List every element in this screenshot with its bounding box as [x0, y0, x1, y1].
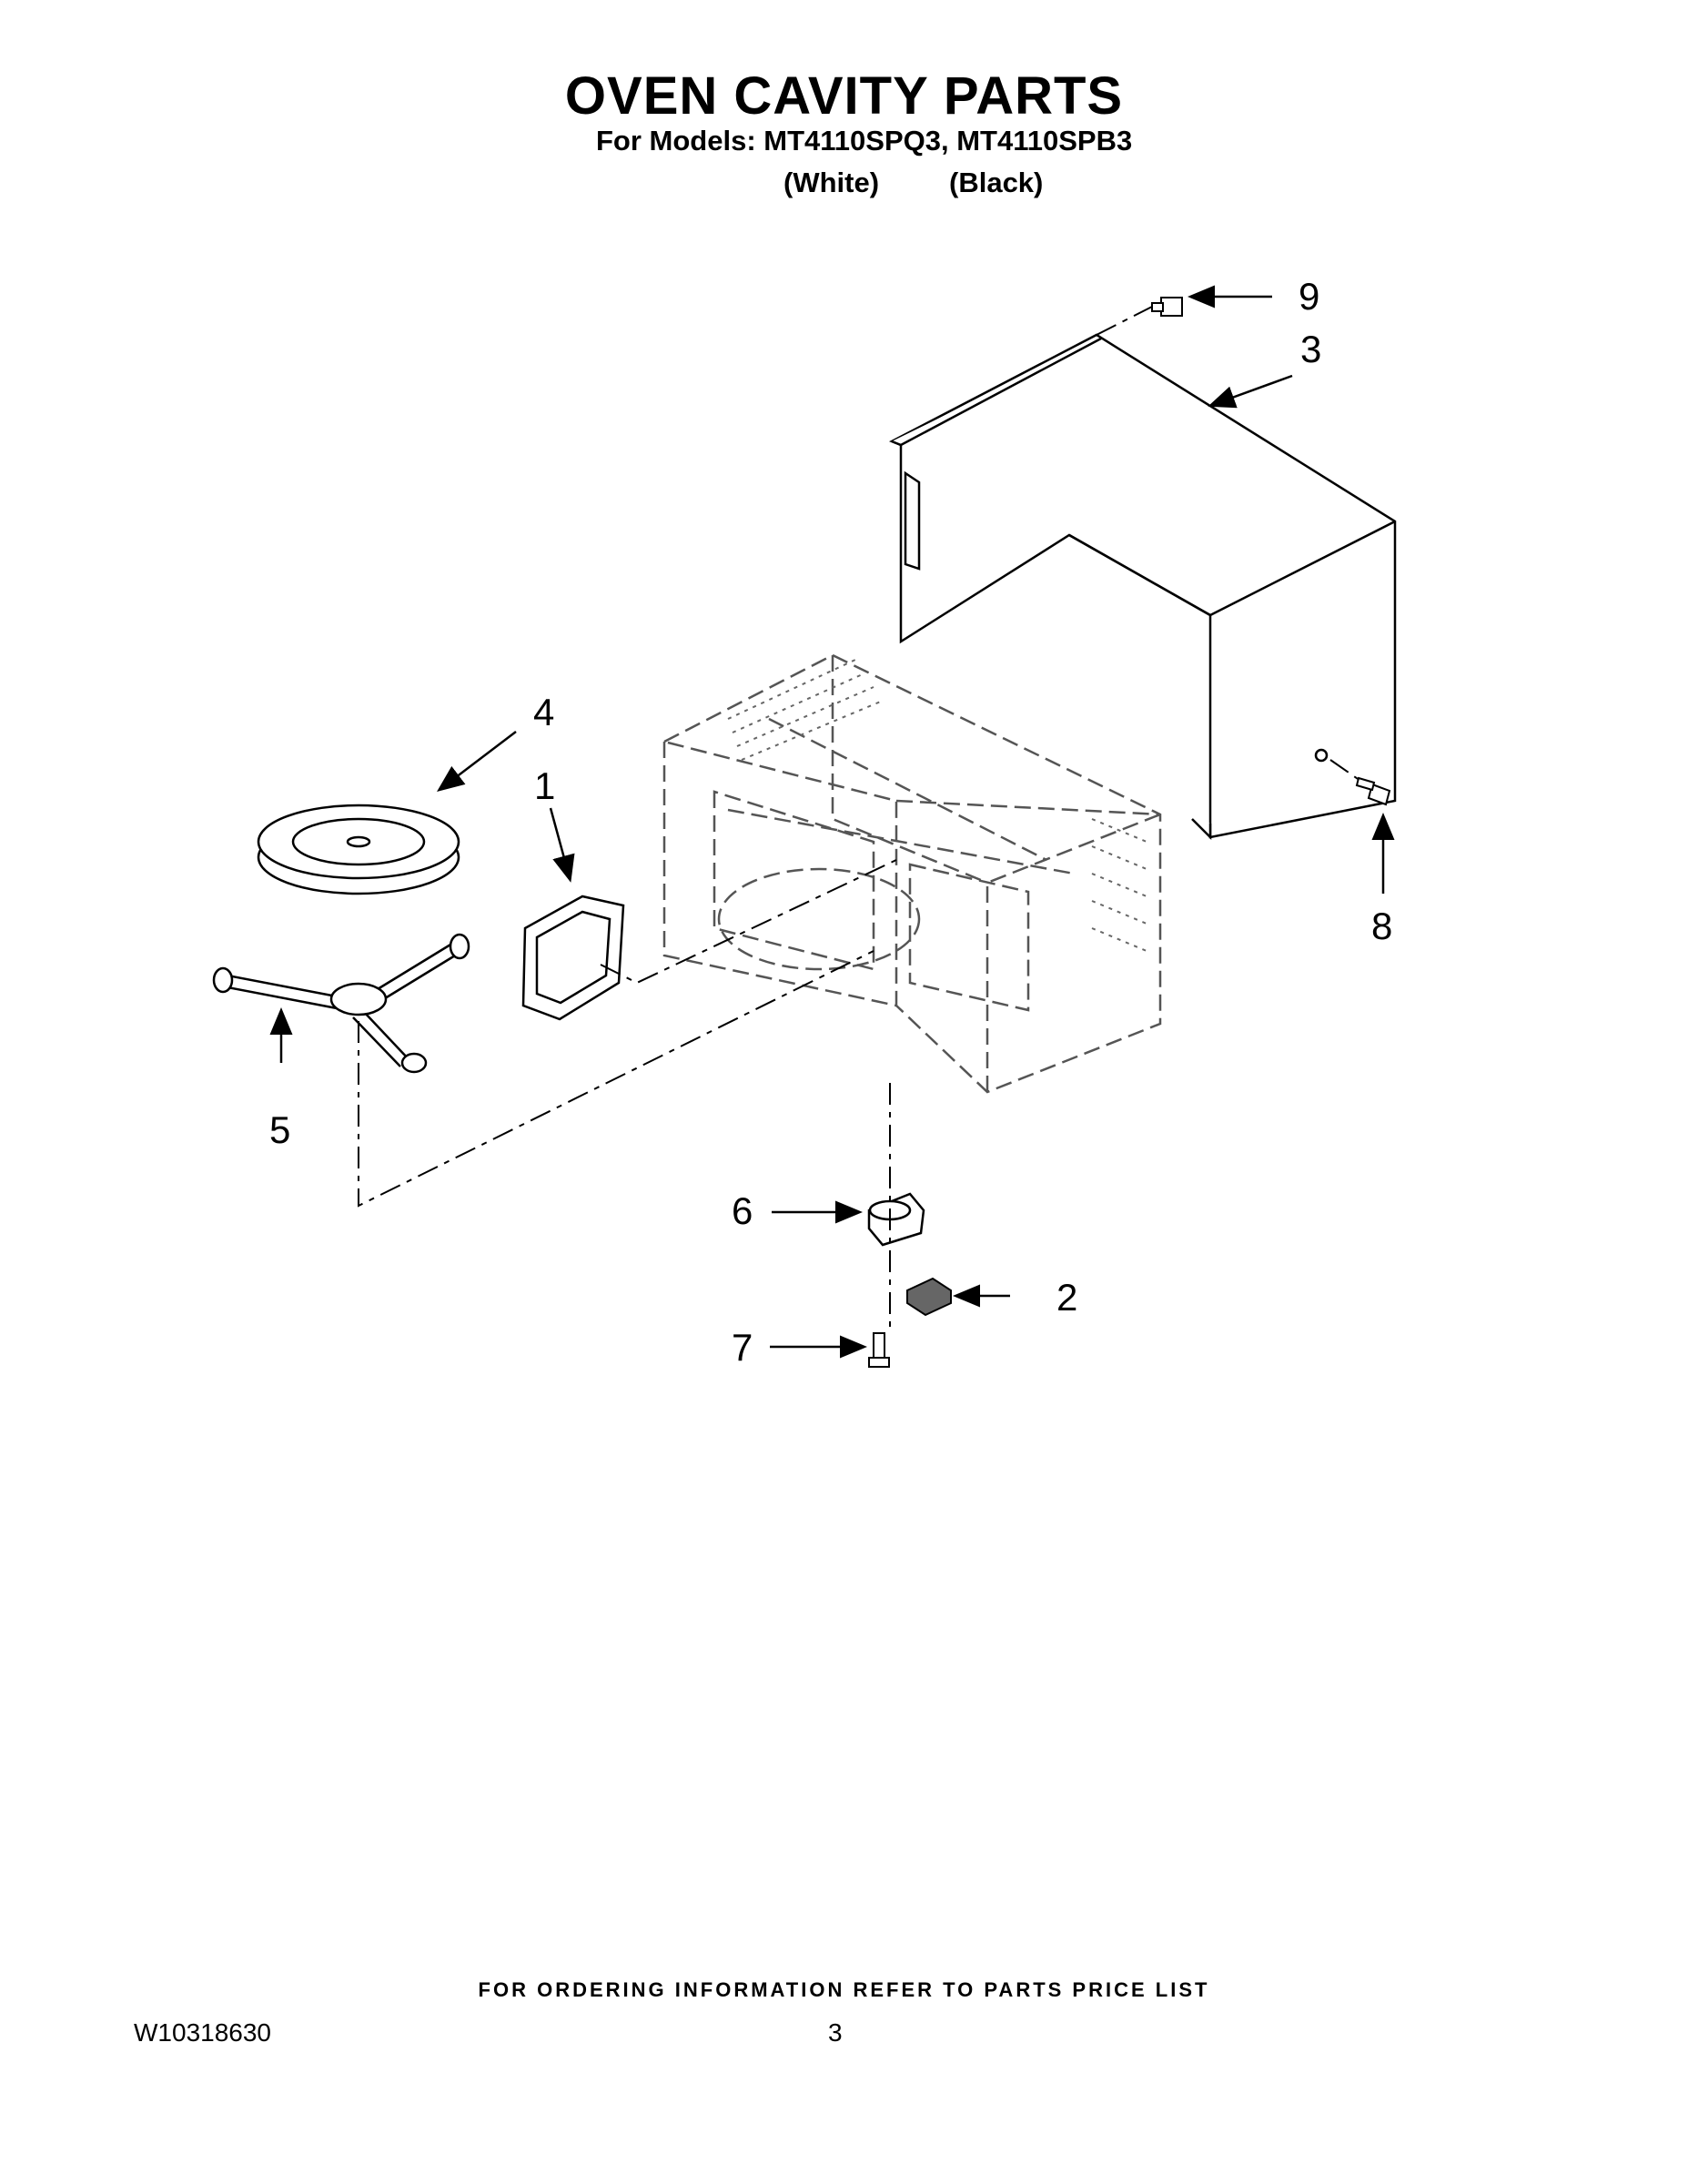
oven-cavity-phantom — [662, 653, 1162, 1094]
turntable-tray-part — [257, 804, 460, 895]
gasket-part — [521, 895, 625, 1021]
callout-label-6: 6 — [732, 1189, 753, 1232]
variant-black: (Black) — [949, 167, 1044, 198]
assembly-lines — [358, 306, 1361, 1333]
cavity-vent-holes — [727, 659, 1147, 952]
turntable-motor-part — [867, 1192, 925, 1247]
callout-label-4: 4 — [533, 691, 554, 733]
callout-label-5: 5 — [269, 1108, 290, 1151]
outer-wrapper-part — [889, 333, 1397, 841]
callout-label-3: 3 — [1300, 328, 1321, 370]
document-number: W10318630 — [134, 2018, 272, 2047]
page-title: OVEN CAVITY PARTS — [564, 66, 1124, 126]
motor-cover-part — [906, 1277, 952, 1317]
callout-numbers: 1 2 3 4 5 6 7 8 9 — [269, 275, 1392, 1369]
callout-label-1: 1 — [534, 764, 555, 807]
screw-parts — [868, 297, 1391, 1368]
callout-label-7: 7 — [732, 1326, 753, 1369]
callout-label-2: 2 — [1056, 1276, 1077, 1319]
turntable-support-part — [212, 933, 470, 1074]
callout-arrows — [269, 285, 1395, 1359]
callout-label-9: 9 — [1299, 275, 1319, 318]
page-number: 3 — [828, 2018, 843, 2047]
variant-white: (White) — [783, 167, 880, 198]
callout-label-8: 8 — [1371, 905, 1392, 947]
models-line: For Models: MT4110SPQ3, MT4110SPB3 — [596, 125, 1133, 157]
ordering-note: FOR ORDERING INFORMATION REFER TO PARTS … — [478, 1978, 1210, 2001]
